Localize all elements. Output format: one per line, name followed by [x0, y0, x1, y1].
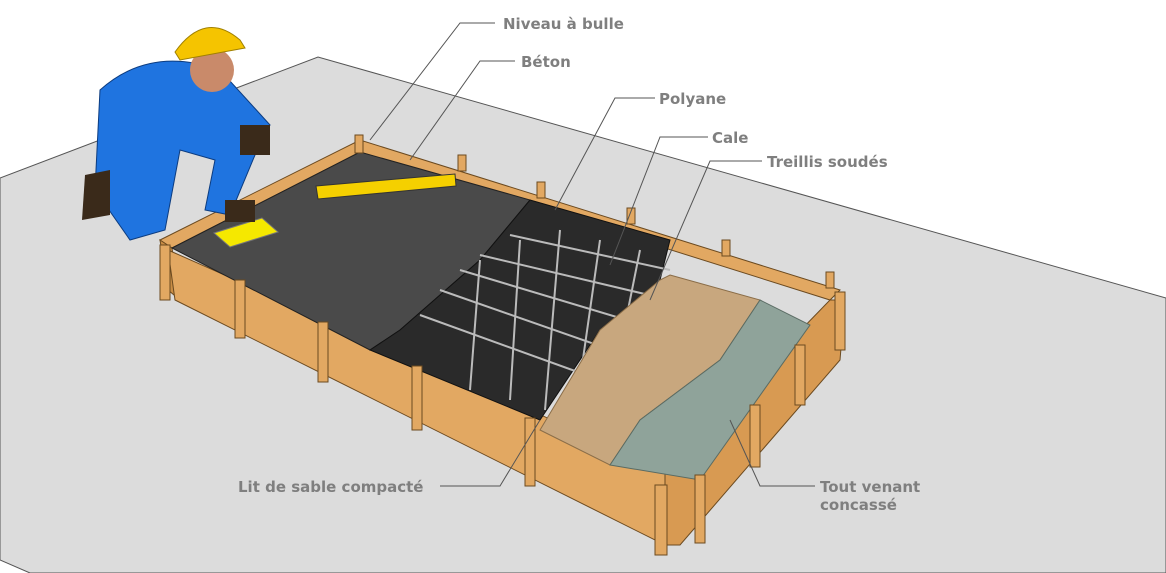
leader-lines	[369, 22, 815, 487]
trowel-float-icon	[212, 217, 280, 248]
label-beton: Béton	[521, 53, 571, 71]
gravel-layer	[609, 299, 811, 481]
label-cale: Cale	[712, 129, 749, 147]
label-niveau-a-bulle: Niveau à bulle	[503, 15, 624, 33]
label-tout-venant-line1: Tout venant	[820, 478, 921, 496]
label-tout-venant: Tout venant concassé	[820, 478, 920, 514]
formwork-stakes	[159, 134, 846, 556]
label-tout-venant-line2: concassé	[820, 496, 897, 514]
label-polyane: Polyane	[659, 90, 727, 108]
spirit-level-icon	[315, 173, 457, 200]
worker-figure	[82, 27, 271, 241]
label-lit-de-sable: Lit de sable compacté	[238, 478, 424, 496]
label-treillis-soudes: Treillis soudés	[767, 153, 888, 171]
